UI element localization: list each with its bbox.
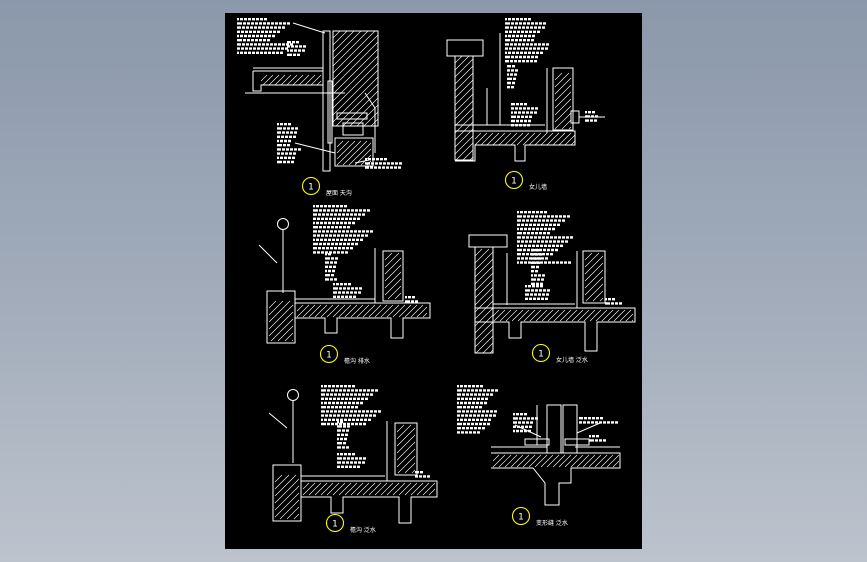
detail-caption: 女儿墙 [529, 183, 547, 191]
detail-drawing: 1 屋面 天沟 1 女儿墙 1 檐沟 排水 1 女儿墙 泛水 1 檐沟 泛水 1 变形缝 泛水 [237, 18, 636, 534]
concrete-hatch [260, 74, 322, 86]
concrete-hatch [336, 140, 372, 166]
drain-pipe-outlet [277, 218, 289, 230]
wall-outline [552, 67, 574, 131]
drawing-line [364, 92, 376, 109]
wall-outline [524, 438, 550, 446]
wall-outline [582, 250, 606, 304]
annotation-text [325, 253, 338, 281]
detail-index-number: 1 [308, 183, 314, 193]
detail-index-number: 1 [511, 177, 517, 187]
leader-line [294, 142, 336, 154]
detail-caption: 檐沟 排水 [344, 357, 370, 365]
wall-outline [446, 39, 484, 57]
annotation-text [405, 296, 418, 303]
annotation-text [579, 417, 618, 424]
annotation-text [457, 385, 498, 434]
gutter-slab [301, 480, 438, 524]
roof-slab [475, 307, 636, 352]
annotation-text [337, 421, 350, 449]
annotation-text [237, 18, 293, 54]
concrete-hatch [332, 30, 379, 127]
detail-index-circle [319, 344, 339, 364]
wall-outline [336, 112, 368, 120]
wall-outline [334, 137, 374, 167]
detail-index-number: 1 [332, 520, 338, 530]
annotation-text [313, 205, 373, 254]
wall-outline [394, 422, 418, 476]
wall-outline [272, 464, 302, 522]
detail-caption: 屋面 天沟 [326, 189, 352, 197]
detail-index-number: 1 [518, 513, 524, 523]
wall-outline [546, 404, 562, 454]
detail-caption: 檐沟 泛水 [350, 526, 376, 534]
annotation-text [511, 103, 538, 127]
annotation-text [321, 385, 381, 426]
annotation-text [277, 123, 301, 164]
eave-slab [252, 70, 324, 92]
concrete-hatch [454, 55, 474, 161]
annotation-text [337, 453, 366, 468]
detail-index-circle [301, 176, 321, 196]
detail-index-number: 1 [326, 351, 332, 361]
annotation-text [365, 158, 402, 169]
concrete-hatch [554, 72, 572, 130]
drawing-sheet: 1 屋面 天沟 1 女儿墙 1 檐沟 排水 1 女儿墙 泛水 1 檐沟 泛水 1 变形缝 泛水 [225, 13, 642, 549]
leader-line [576, 422, 601, 434]
concrete-hatch [584, 252, 604, 302]
leader-line [292, 22, 326, 34]
leader-line [258, 244, 278, 264]
annotation-text [517, 211, 573, 264]
drain-pipe-outlet [287, 389, 299, 401]
wall-outline [562, 404, 578, 454]
annotation-text [287, 41, 306, 56]
wall-outline [342, 122, 364, 136]
detail-caption: 变形缝 泛水 [536, 519, 568, 527]
detail-index-circle [511, 506, 531, 526]
wall-outline [266, 290, 296, 344]
detail-caption: 女儿墙 泛水 [556, 356, 588, 364]
detail-index-circle [504, 170, 524, 190]
wall-outline [382, 250, 404, 302]
gutter-slab [295, 302, 431, 339]
concrete-hatch [268, 300, 294, 342]
leader-line [268, 412, 288, 429]
annotation-text [531, 249, 545, 285]
annotation-text [333, 283, 362, 298]
wall-outline [327, 80, 333, 144]
concrete-hatch [474, 132, 576, 146]
annotation-text [507, 65, 518, 89]
wall-outline [468, 234, 508, 248]
annotation-text [505, 18, 549, 63]
concrete-hatch [274, 474, 300, 520]
leader-line [354, 159, 370, 164]
concrete-hatch [492, 309, 634, 322]
wall-outline [332, 30, 379, 127]
annotation-text [605, 298, 622, 305]
annotation-text [415, 471, 430, 478]
detail-index-number: 1 [538, 350, 544, 360]
annotation-text [513, 413, 538, 433]
concrete-hatch [296, 304, 428, 318]
detail-index-circle [531, 343, 551, 363]
concrete-hatch [384, 252, 402, 300]
wall-outline [570, 110, 580, 124]
annotation-text [585, 111, 598, 122]
annotation-text [525, 285, 550, 300]
wall-outline [564, 438, 590, 446]
expansion-slab [491, 452, 621, 506]
concrete-hatch [396, 424, 416, 474]
annotation-text [589, 435, 606, 442]
roof-slab [455, 130, 576, 162]
wall-outline [474, 246, 494, 354]
detail-index-circle [325, 513, 345, 533]
wall-outline [322, 30, 331, 172]
concrete-hatch [474, 248, 494, 354]
concrete-hatch [302, 482, 436, 496]
concrete-hatch [492, 454, 620, 468]
